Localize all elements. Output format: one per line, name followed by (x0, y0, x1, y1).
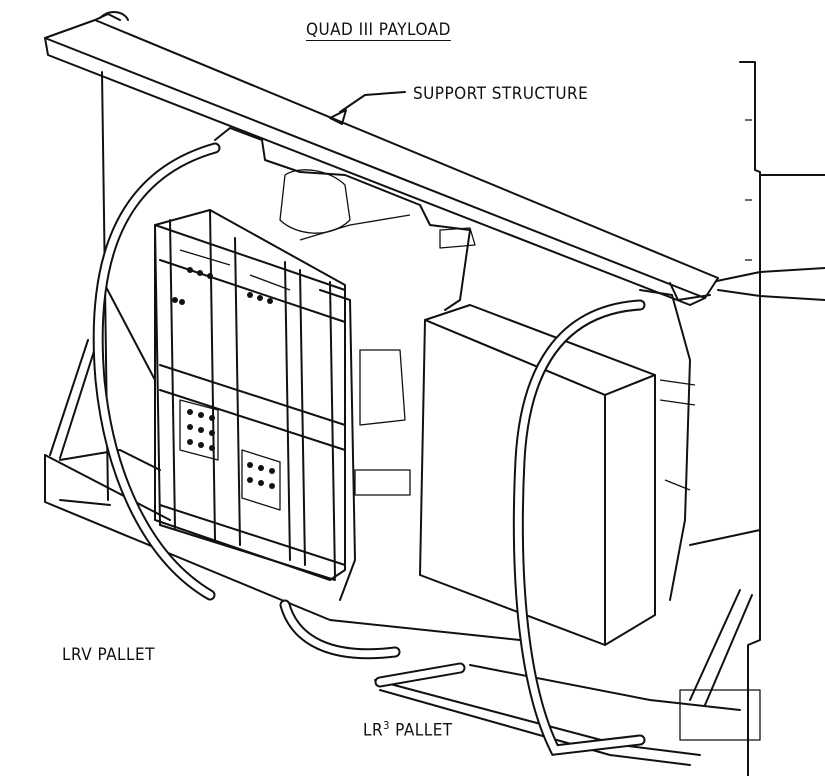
label-lrv-pallet: LRV PALLET (62, 645, 155, 665)
vehicle-frame-edge (711, 61, 825, 777)
box-container (419, 304, 656, 646)
leader-arrowhead (329, 109, 347, 125)
diagram-title: QUAD III PAYLOAD (306, 20, 451, 40)
lr3-rest: PALLET (389, 720, 453, 741)
lr3-base: LR (363, 720, 384, 741)
support-structure-beam (44, 11, 719, 306)
label-support-structure: SUPPORT STRUCTURE (413, 84, 589, 104)
label-lr3-pallet: LR3 PALLET (363, 719, 453, 741)
right-bracket (639, 289, 761, 741)
lr3-superscript: 3 (383, 719, 390, 732)
front-rack-frame (154, 209, 346, 581)
bolt-panels (172, 267, 281, 511)
support-structure-leader (339, 91, 406, 113)
cable-hoses (92, 142, 646, 756)
lrv-pallet-rails (44, 449, 521, 641)
left-strut (49, 284, 156, 459)
center-equipment-block (214, 127, 476, 601)
